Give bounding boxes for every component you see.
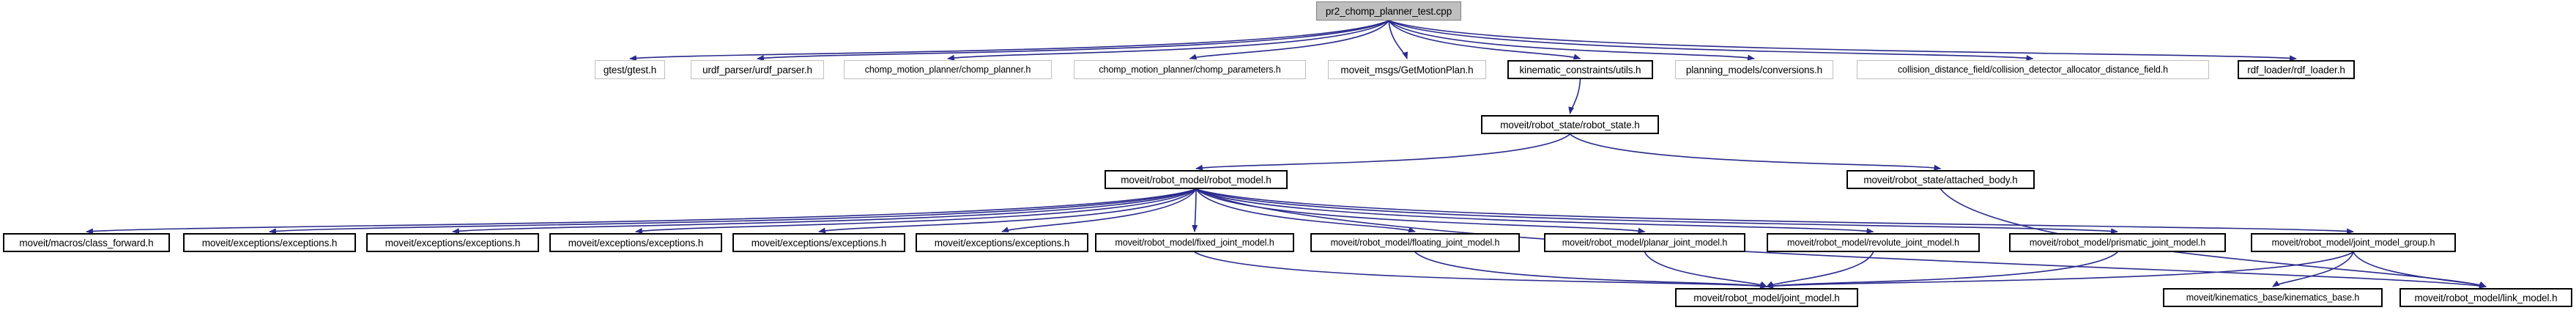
graph-node-exc4[interactable]: moveit/exceptions/exceptions.h [732, 233, 905, 252]
edge-robotmodel-to-classforward [86, 188, 1197, 235]
graph-node-classforward[interactable]: moveit/macros/class_forward.h [3, 233, 170, 252]
graph-node-rdfloader[interactable]: rdf_loader/rdf_loader.h [2238, 60, 2355, 79]
edge-robotstate-to-robotmodel [1195, 133, 1571, 171]
edge-root-to-conversions [1388, 20, 1755, 61]
edge-robotmodel-to-exc5 [1001, 188, 1197, 232]
graph-node-cdf[interactable]: collision_distance_field/collision_detec… [1857, 60, 2209, 79]
edge-floatingjoint-to-jointmodel [1414, 251, 1767, 289]
graph-node-floatingjoint[interactable]: moveit/robot_model/floating_joint_model.… [1310, 233, 1520, 252]
graph-node-conversions[interactable]: planning_models/conversions.h [1675, 60, 1833, 79]
graph-node-attachedbody[interactable]: moveit/robot_state/attached_body.h [1846, 170, 2035, 189]
graph-node-chompplanner[interactable]: chomp_motion_planner/chomp_planner.h [844, 60, 1052, 79]
graph-node-exc2[interactable]: moveit/exceptions/exceptions.h [366, 233, 539, 252]
edge-robotmodel-to-prismaticjoint [1195, 188, 2118, 235]
graph-node-gtest[interactable]: gtest/gtest.h [595, 60, 665, 79]
edge-planarjoint-to-jointmodel [1644, 251, 1767, 287]
graph-node-kcutils[interactable]: kinematic_constraints/utils.h [1507, 60, 1653, 79]
edge-jointgroup-to-jointmodel [1766, 251, 2354, 290]
graph-node-exc3[interactable]: moveit/exceptions/exceptions.h [549, 233, 722, 252]
edge-robotmodel-to-jointgroup [1195, 188, 2354, 235]
graph-node-urdfparser[interactable]: urdf_parser/urdf_parser.h [691, 60, 824, 79]
edge-robotstate-to-attachedbody [1569, 133, 1942, 171]
edge-robotmodel-to-revolutejoint [1195, 188, 1874, 235]
edge-jointgroup-to-linkmodel [2353, 251, 2487, 287]
graph-node-chompparams[interactable]: chomp_motion_planner/chomp_parameters.h [1074, 60, 1306, 79]
graph-node-jointgroup[interactable]: moveit/robot_model/joint_model_group.h [2251, 233, 2456, 252]
graph-node-prismaticjoint[interactable]: moveit/robot_model/prismatic_joint_model… [2009, 233, 2226, 252]
edge-root-to-urdfparser [757, 20, 1389, 62]
graph-node-getmotionplan[interactable]: moveit_msgs/GetMotionPlan.h [1328, 60, 1486, 79]
edge-root-to-kcutils [1388, 20, 1581, 60]
graph-node-fixedjoint[interactable]: moveit/robot_model/fixed_joint_model.h [1095, 233, 1294, 252]
edge-revolutejoint-to-jointmodel [1766, 251, 1874, 287]
edge-robotmodel-to-floatingjoint [1195, 188, 1416, 233]
edge-jointgroup-to-kinbase [2272, 251, 2354, 287]
graph-node-robotstate[interactable]: moveit/robot_state/robot_state.h [1481, 115, 1659, 134]
graph-node-robotmodel[interactable]: moveit/robot_model/robot_model.h [1105, 170, 1288, 189]
edge-root-to-getmotionplan [1388, 20, 1408, 59]
edge-root-to-chompplanner [947, 20, 1389, 61]
edge-prismaticjoint-to-jointmodel [1766, 251, 2118, 289]
graph-node-planarjoint[interactable]: moveit/robot_model/planar_joint_model.h [1544, 233, 1745, 252]
edge-robotmodel-to-exc2 [452, 188, 1197, 235]
graph-node-root[interactable]: pr2_chomp_planner_test.cpp [1316, 1, 1461, 21]
edge-root-to-cdf [1388, 20, 2034, 62]
edge-robotmodel-to-exc1 [269, 188, 1197, 235]
graph-node-revolutejoint[interactable]: moveit/robot_model/revolute_joint_model.… [1767, 233, 1980, 252]
edge-root-to-chompparams [1189, 20, 1389, 60]
edge-robotmodel-to-planarjoint [1195, 188, 1646, 234]
edge-root-to-gtest [629, 20, 1389, 62]
edge-kcutils-to-robotstate [1568, 78, 1581, 114]
edge-robotmodel-to-exc4 [818, 188, 1197, 234]
edge-robotmodel-to-fixedjoint [1192, 188, 1198, 232]
graph-node-exc5[interactable]: moveit/exceptions/exceptions.h [916, 233, 1088, 252]
edge-fixedjoint-to-jointmodel [1194, 251, 1767, 290]
graph-node-linkmodel[interactable]: moveit/robot_model/link_model.h [2399, 288, 2572, 307]
graph-node-exc1[interactable]: moveit/exceptions/exceptions.h [183, 233, 356, 252]
edge-root-to-rdfloader [1388, 20, 2297, 62]
graph-node-jointmodel[interactable]: moveit/robot_model/joint_model.h [1675, 288, 1858, 307]
graph-node-kinbase[interactable]: moveit/kinematics_base/kinematics_base.h [2163, 288, 2383, 307]
edge-robotmodel-to-exc3 [635, 188, 1197, 234]
